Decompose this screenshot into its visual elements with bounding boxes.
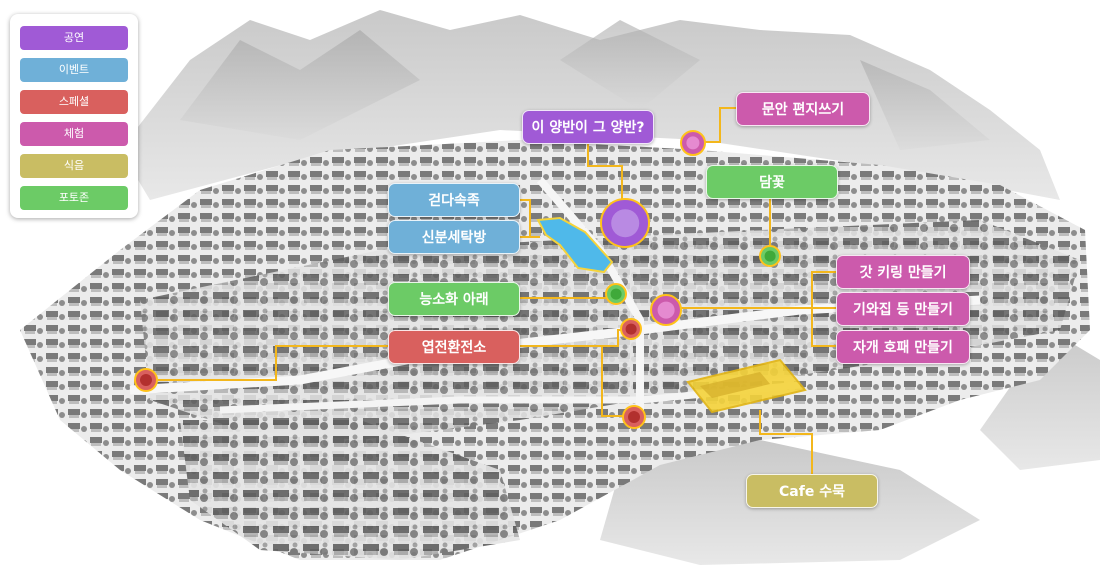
label-munan-letter[interactable]: 문안 편지쓰기 [736, 92, 870, 126]
pin-munan[interactable] [680, 130, 706, 156]
label-gat-keyring[interactable]: 갓 키링 만들기 [836, 255, 970, 289]
legend: 공연 이벤트 스페셜 체험 식음 포토존 [10, 14, 138, 218]
label-geoldasokjok[interactable]: 걷다속족 [388, 183, 520, 217]
pin-special-south[interactable] [622, 405, 646, 429]
pin-damkkot[interactable] [759, 245, 781, 267]
legend-item-special[interactable]: 스페셜 [20, 90, 128, 114]
special-icon [140, 374, 152, 386]
photo-zone-icon [764, 250, 776, 262]
label-giwa-lamp[interactable]: 기와집 등 만들기 [836, 292, 970, 326]
label-cafe-sumok[interactable]: Cafe 수묵 [746, 474, 878, 508]
special-icon [625, 323, 637, 335]
label-neungsohwa[interactable]: 능소화 아래 [388, 282, 520, 316]
experience-icon [657, 301, 675, 319]
legend-item-event[interactable]: 이벤트 [20, 58, 128, 82]
pin-special-west[interactable] [134, 368, 158, 392]
special-icon [628, 411, 640, 423]
label-jagae-nameplate[interactable]: 자개 호패 만들기 [836, 330, 970, 364]
label-sinbun-laundry[interactable]: 신분세탁방 [388, 220, 520, 254]
experience-icon [686, 136, 700, 150]
pin-performance-plaza[interactable] [600, 198, 650, 248]
legend-item-food[interactable]: 식음 [20, 154, 128, 178]
pin-experience-workshop[interactable] [650, 294, 682, 326]
legend-item-photo-zone[interactable]: 포토존 [20, 186, 128, 210]
legend-item-performance[interactable]: 공연 [20, 26, 128, 50]
pin-special-center[interactable] [620, 318, 642, 340]
pin-neungsohwa[interactable] [605, 283, 627, 305]
performance-icon [611, 209, 639, 237]
label-damkkot[interactable]: 담꽃 [706, 165, 838, 199]
label-yeopjeon-exchange[interactable]: 엽전환전소 [388, 330, 520, 364]
legend-item-experience[interactable]: 체험 [20, 122, 128, 146]
label-i-yangban[interactable]: 이 양반이 그 양반? [522, 110, 654, 144]
photo-zone-icon [610, 288, 622, 300]
